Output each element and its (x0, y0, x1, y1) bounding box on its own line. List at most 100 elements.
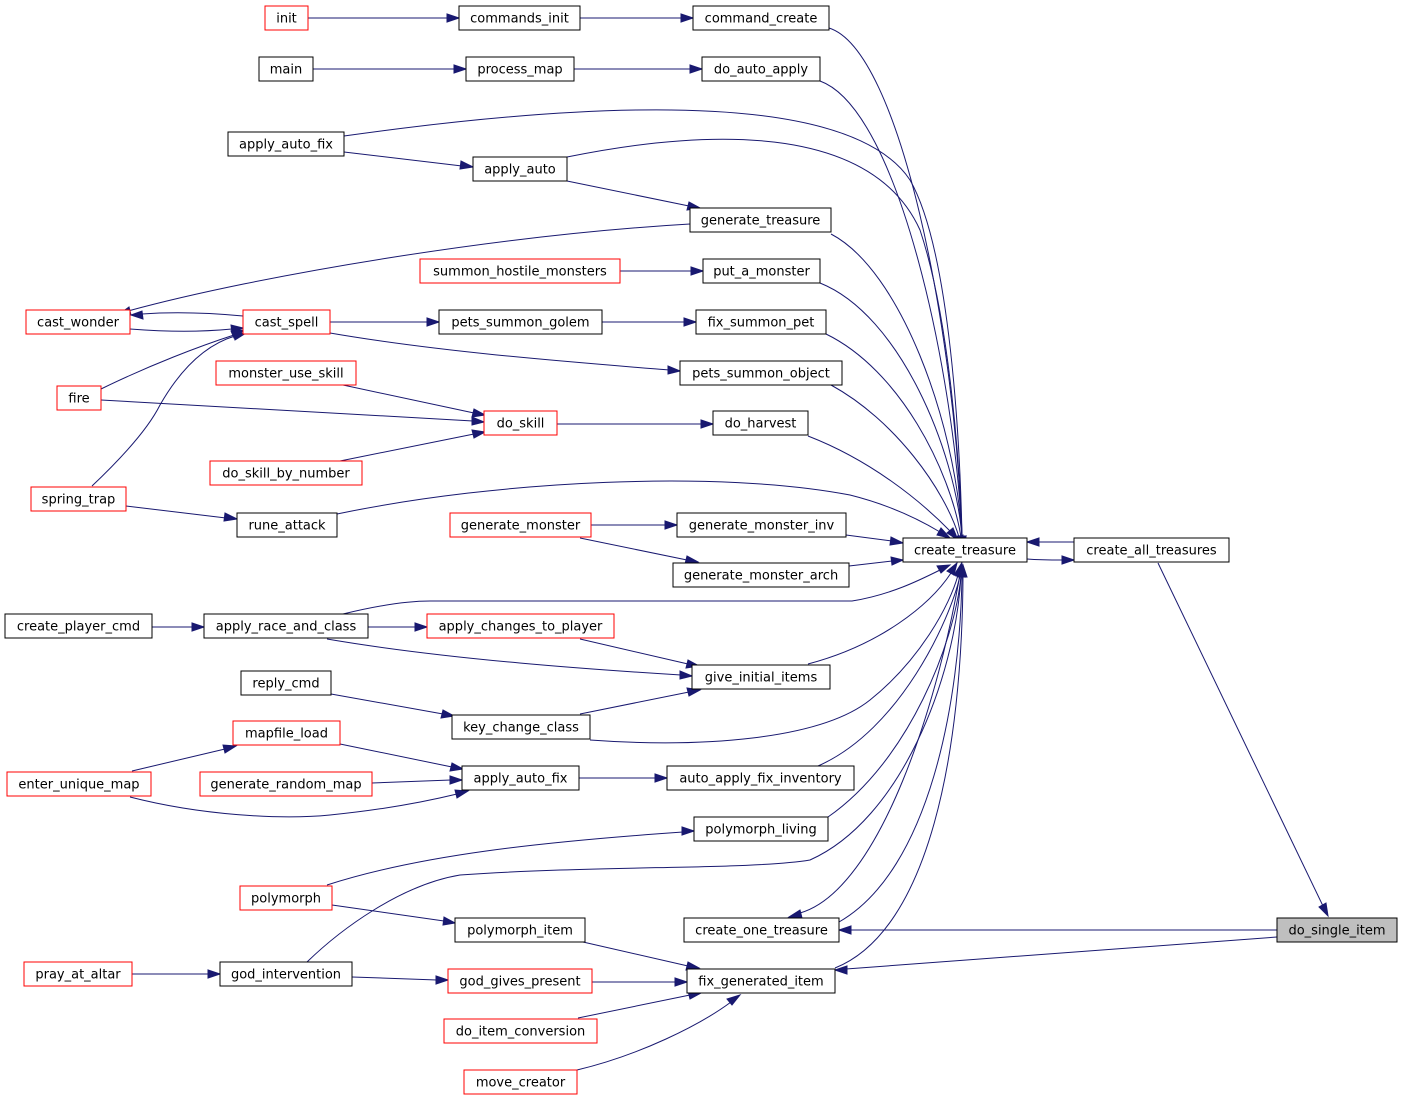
node-create-player-cmd[interactable]: create_player_cmd (4, 613, 153, 639)
node-put-a-monster[interactable]: put_a_monster (702, 258, 821, 284)
node-spring-trap[interactable]: spring_trap (30, 486, 127, 512)
node-cast-wonder[interactable]: cast_wonder (25, 309, 131, 335)
node-label: god_gives_present (459, 975, 580, 990)
node-main[interactable]: main (258, 56, 314, 82)
node-monster-use-skill[interactable]: monster_use_skill (215, 360, 357, 386)
edge-do_harvest-create_treasure (807, 435, 960, 542)
node-label: summon_hostile_monsters (433, 265, 607, 280)
edge-generate_random_map-apply_auto_fix (371, 775, 464, 785)
node-pray-at-altar[interactable]: pray_at_altar (23, 961, 133, 987)
edge-apply_race_and_class-give_initial_items (326, 638, 694, 680)
node-polymorph-living[interactable]: polymorph_living (693, 816, 829, 842)
node-generate-treasure[interactable]: generate_treasure (689, 207, 832, 233)
node-box (449, 512, 592, 538)
node-auto-apply-fix-inventory[interactable]: auto_apply_fix_inventory (666, 765, 855, 791)
node-do-harvest[interactable]: do_harvest (712, 410, 809, 436)
edge-key_change_class-create_treasure (589, 562, 963, 744)
node-apply-changes-to-player[interactable]: apply_changes_to_player (426, 613, 615, 639)
node-box (30, 486, 127, 512)
node-do-item-conversion[interactable]: do_item_conversion (443, 1018, 598, 1044)
node-label: create_treasure (914, 544, 1016, 559)
edge-apply_auto_fix-auto_apply_fix_inventory (579, 773, 669, 783)
node-label: polymorph_living (705, 823, 816, 838)
node-mapfile-load[interactable]: mapfile_load (232, 720, 341, 746)
node-box (689, 207, 832, 233)
node-label: rune_attack (248, 519, 326, 534)
edge-apply_auto-create_treasure (566, 138, 967, 550)
node-label: move_creator (476, 1076, 566, 1091)
node-generate-random-map[interactable]: generate_random_map (199, 771, 373, 797)
node-do-single-item[interactable]: do_single_item (1276, 917, 1398, 943)
node-create-one-treasure[interactable]: create_one_treasure (683, 917, 840, 943)
edge-create_all_treasures-do_single_item (1157, 562, 1329, 918)
edge-fix_generated_item-create_treasure (834, 563, 968, 969)
node-pets-summon-object[interactable]: pets_summon_object (679, 360, 843, 386)
node-summon-hostile-monsters[interactable]: summon_hostile_monsters (419, 258, 621, 284)
node-god-gives-present[interactable]: god_gives_present (447, 968, 593, 994)
node-fix-generated-item[interactable]: fix_generated_item (686, 968, 836, 994)
node-generate-monster-arch[interactable]: generate_monster_arch (672, 562, 850, 588)
node-apply-auto-fix[interactable]: apply_auto_fix (461, 765, 580, 791)
node-init[interactable]: init (264, 5, 309, 31)
node-process-map[interactable]: process_map (465, 56, 575, 82)
node-label: command_create (705, 12, 818, 27)
node-box (239, 885, 333, 911)
node-box (702, 258, 821, 284)
node-give-initial-items[interactable]: give_initial_items (691, 664, 831, 690)
node-box (686, 968, 836, 994)
node-create-treasure[interactable]: create_treasure (902, 537, 1028, 563)
node-box (203, 613, 369, 639)
node-box (264, 5, 309, 31)
node-rune-attack[interactable]: rune_attack (236, 512, 338, 538)
node-commands-init[interactable]: commands_init (458, 5, 581, 31)
node-box (712, 410, 809, 436)
edge-rune_attack-create_treasure (336, 480, 952, 539)
node-command-create[interactable]: command_create (692, 5, 830, 31)
node-label: do_harvest (725, 417, 797, 432)
node-label: fix_generated_item (698, 975, 823, 990)
node-label: enter_unique_map (18, 778, 139, 793)
node-reply-cmd[interactable]: reply_cmd (240, 670, 332, 696)
edge-pets_summon_golem-fix_summon_pet (602, 317, 698, 327)
node-label: cast_spell (255, 316, 319, 331)
node-label: main (270, 63, 302, 78)
node-enter-unique-map[interactable]: enter_unique_map (6, 771, 152, 797)
node-box (691, 664, 831, 690)
node-pets-summon-golem[interactable]: pets_summon_golem (438, 309, 603, 335)
node-fix-summon-pet[interactable]: fix_summon_pet (695, 309, 827, 335)
edge-create_treasure-create_one_treasure (787, 561, 963, 919)
node-box (683, 917, 840, 943)
node-box (666, 765, 855, 791)
edge-create_one_treasure-create_treasure (838, 563, 967, 923)
node-apply-auto-fix-map[interactable]: apply_auto_fix (227, 131, 345, 157)
node-cast-spell[interactable]: cast_spell (242, 309, 331, 335)
node-apply-auto[interactable]: apply_auto (472, 156, 568, 182)
node-label: pets_summon_golem (451, 316, 589, 331)
node-key-change-class[interactable]: key_change_class (451, 714, 591, 740)
node-god-intervention[interactable]: god_intervention (219, 961, 353, 987)
edge-do_item_conversion-fix_generated_item (577, 990, 703, 1019)
node-do-skill-by-number[interactable]: do_skill_by_number (209, 460, 363, 486)
node-box (902, 537, 1028, 563)
node-generate-monster-inv[interactable]: generate_monster_inv (676, 512, 847, 538)
node-do-skill[interactable]: do_skill (483, 410, 558, 436)
node-label: god_intervention (231, 968, 341, 983)
node-move-creator[interactable]: move_creator (463, 1069, 578, 1095)
node-box (692, 5, 830, 31)
edge-polymorph-polymorph_item (331, 904, 457, 926)
node-fire[interactable]: fire (56, 385, 102, 411)
node-polymorph-item[interactable]: polymorph_item (454, 917, 586, 943)
node-label: mapfile_load (245, 727, 328, 742)
node-label: commands_init (470, 12, 569, 27)
node-apply-race-and-class[interactable]: apply_race_and_class (203, 613, 369, 639)
node-label: fix_summon_pet (708, 316, 815, 331)
node-label: generate_treasure (701, 214, 821, 229)
node-generate-monster[interactable]: generate_monster (449, 512, 592, 538)
edge-mapfile_load-apply_auto_fix (339, 743, 465, 772)
node-polymorph[interactable]: polymorph (239, 885, 333, 911)
edge-generate_monster_inv-create_treasure (845, 534, 905, 546)
edge-move_creator-fix_generated_item (576, 994, 742, 1071)
node-create-all-treasures[interactable]: create_all_treasures (1073, 537, 1230, 563)
node-do-auto-apply[interactable]: do_auto_apply (701, 56, 821, 82)
